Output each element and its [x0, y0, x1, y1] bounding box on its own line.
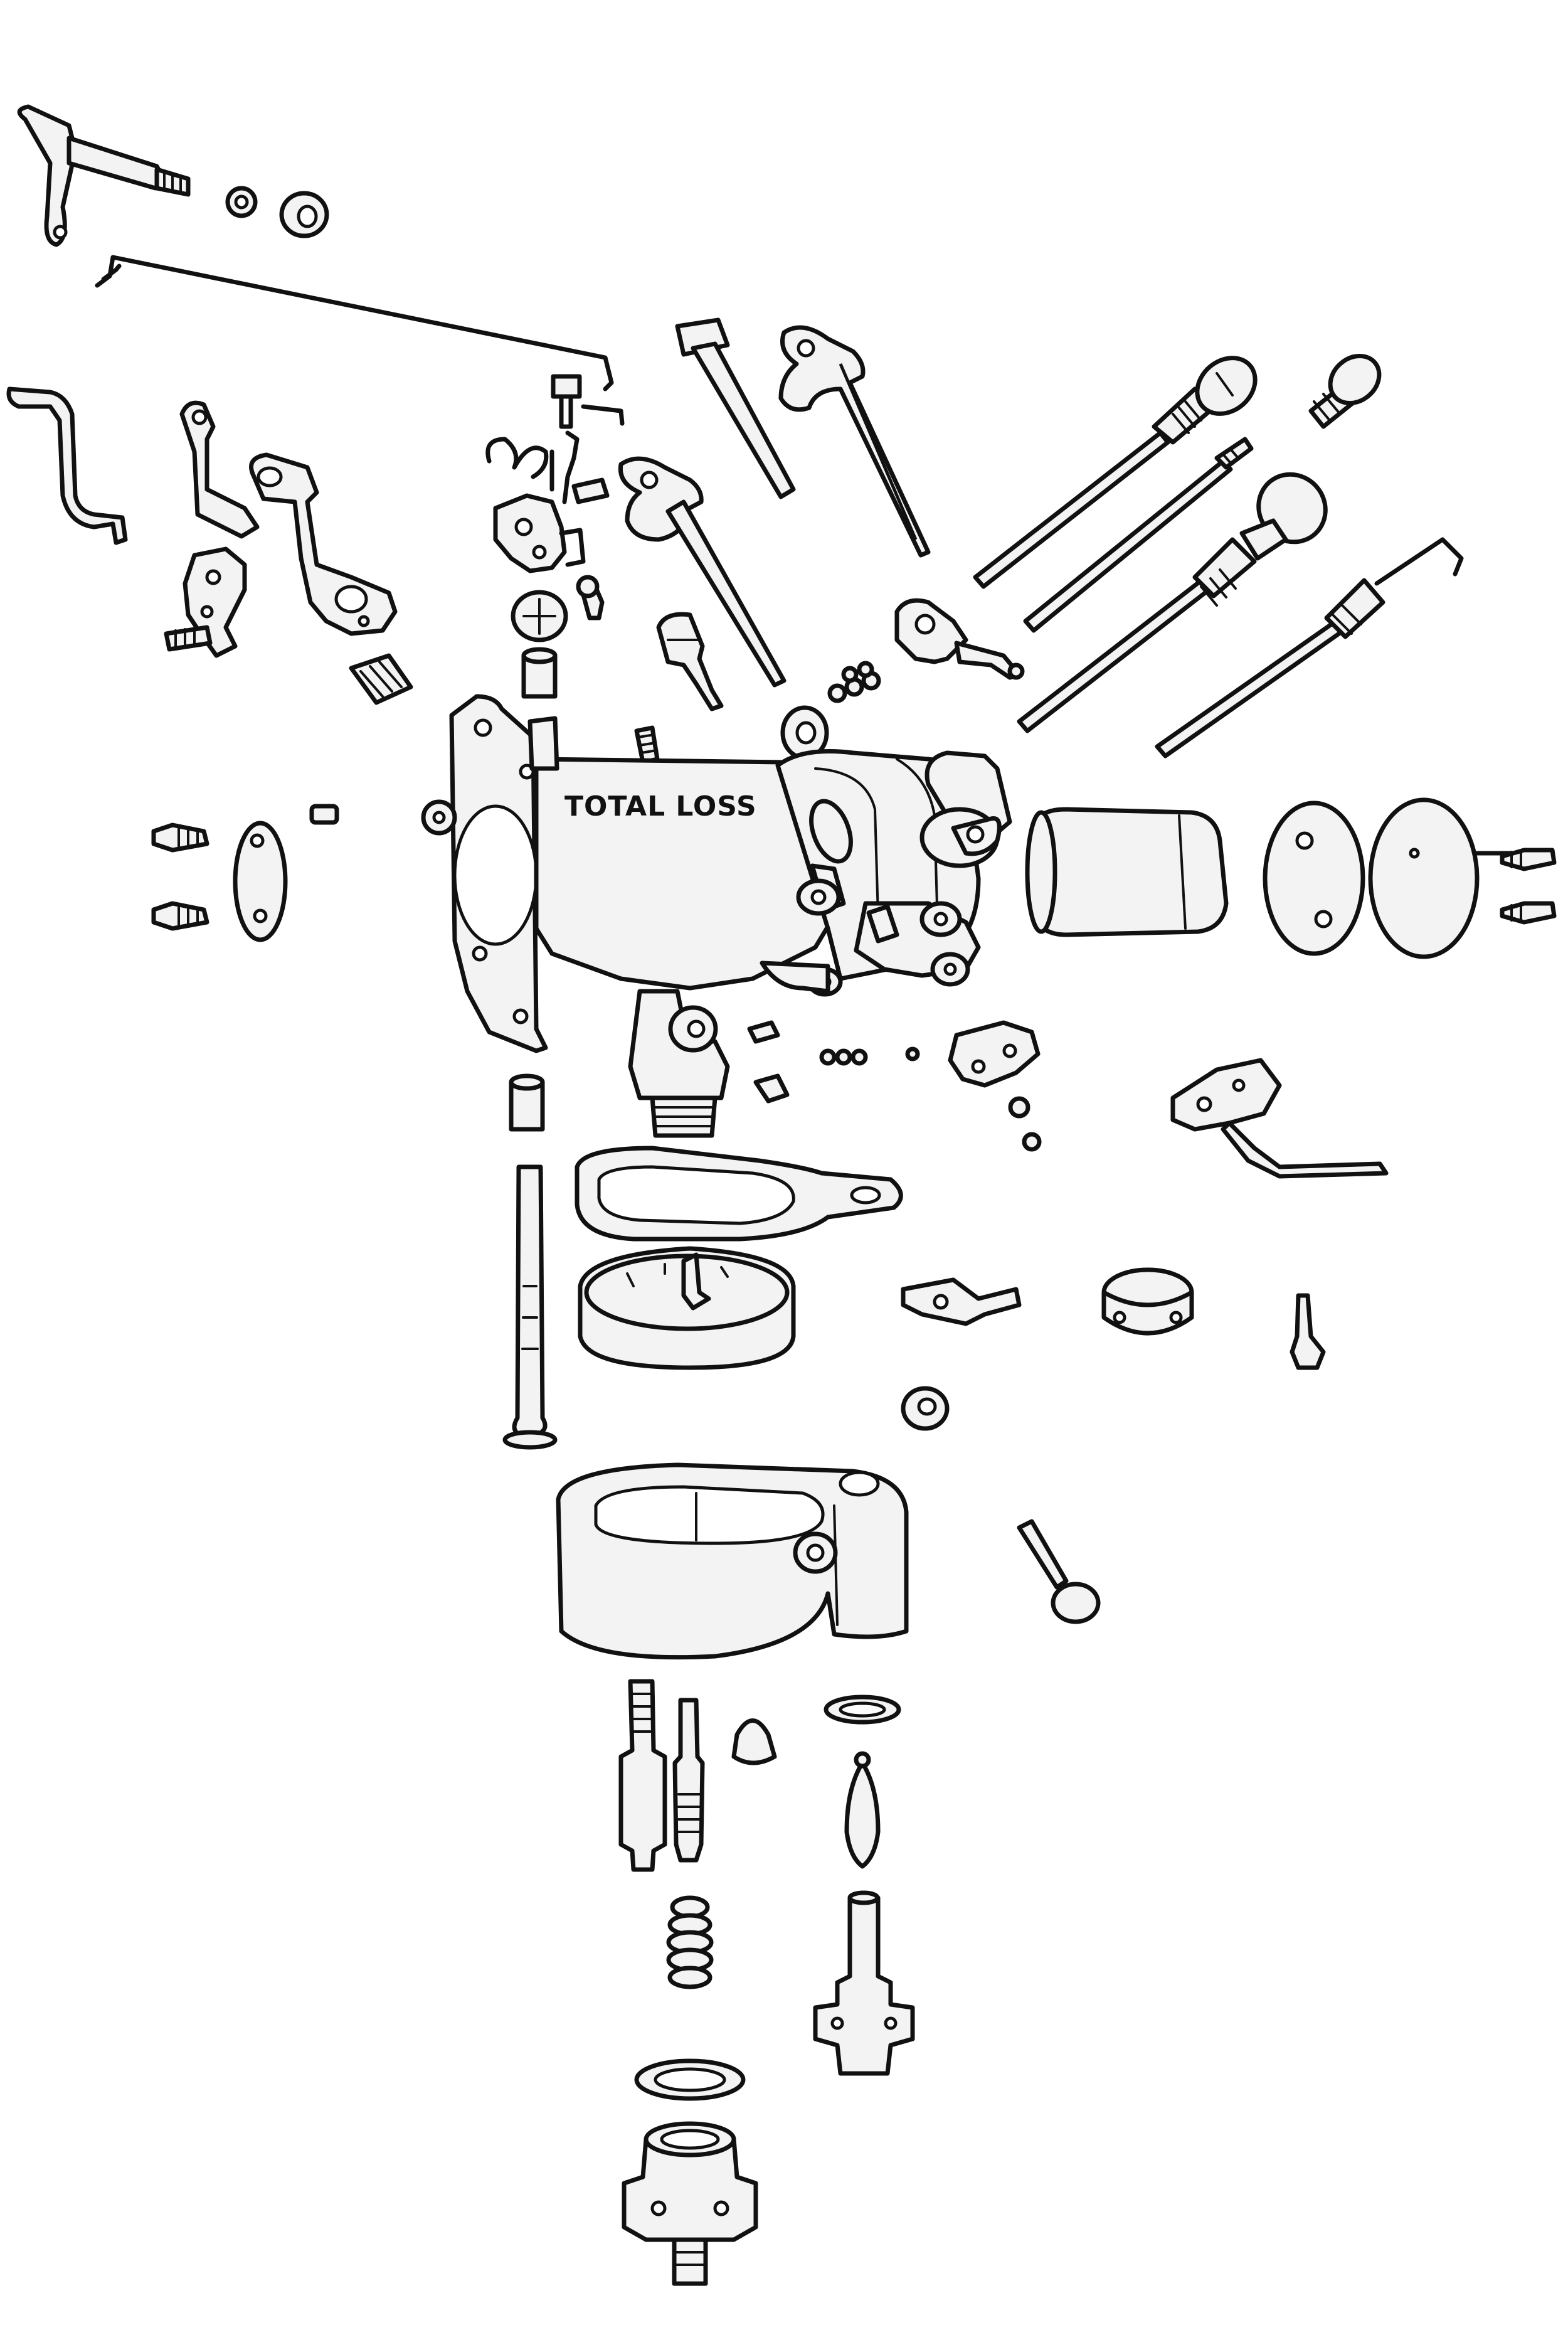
throttle-arm-right: [894, 598, 1025, 680]
screw-left-upper: [151, 822, 209, 853]
float-hinge-pin: [901, 1277, 1022, 1326]
bowl-nut-bottom: [622, 2121, 758, 2286]
pump-plunger-rod: [665, 499, 787, 688]
spacer-cup: [509, 1073, 545, 1132]
ball-small-2: [1022, 1132, 1042, 1152]
float-bowl-drain-screw: [1017, 1519, 1101, 1624]
cap-cylinder: [1101, 1267, 1194, 1336]
choke-bracket-plate: [493, 493, 586, 573]
jet-cap-small: [731, 1718, 777, 1765]
choke-lever-plate: [164, 546, 247, 658]
nut-hex-center: [511, 590, 568, 642]
body-label: TOTAL LOSS: [564, 790, 757, 822]
spacer-cylinder-center: [521, 647, 558, 699]
pump-link-upper: [778, 325, 931, 558]
throttle-lever-shaft: [17, 104, 191, 247]
spring-clip: [485, 437, 554, 492]
throttle-plate-1: [1263, 801, 1365, 956]
accelerator-pump-lever: [948, 1020, 1041, 1088]
z-bracket: [179, 400, 260, 539]
link-rod-long: [95, 255, 614, 391]
washer-small: [225, 186, 258, 218]
ball-tiny: [905, 1046, 920, 1062]
carburetor-main-body: TOTAL LOSS: [421, 694, 1012, 1138]
throttle-plate-2: [1368, 797, 1514, 959]
pump-well-tube: [502, 1164, 558, 1450]
nut-round-mid: [901, 1386, 950, 1431]
idle-speed-screw-center: [634, 725, 660, 765]
link-arm-vertical: [562, 430, 580, 504]
pilot-screw-tiny: [1290, 1293, 1326, 1370]
flange-gasket-left: [233, 821, 288, 942]
bushing-small: [279, 191, 329, 238]
pump-check-valve: [656, 612, 724, 711]
linkage-pin-top: [551, 374, 625, 429]
pump-rod-t-handle: [675, 317, 796, 499]
needle-seat-assembly: [813, 1890, 915, 2076]
screw-right-upper: [1500, 848, 1557, 871]
screw-right-lower: [1500, 901, 1557, 925]
spacer-cylinder-left: [349, 653, 413, 705]
fast-idle-lever: [249, 452, 398, 636]
needle-jet: [672, 1698, 705, 1863]
washer-mid-bottom: [824, 1695, 901, 1725]
screw-left-lower: [151, 901, 209, 931]
screw-small-under-1: [747, 1020, 780, 1044]
needle-valve-thin: [1023, 437, 1254, 633]
float-lever-with-wire: [1170, 1058, 1389, 1179]
small-screw-center-top: [571, 477, 610, 504]
stack-spring-balls: [666, 1895, 714, 1989]
main-jet-holder: [618, 1679, 667, 1872]
ball-chain-small: [819, 1048, 868, 1066]
needle-valve-main: [1017, 472, 1328, 733]
float-needle: [844, 1751, 881, 1869]
plug-small-left: [309, 804, 339, 825]
air-horn-sleeve: [1025, 807, 1229, 937]
screw-small-under-2: [753, 1073, 790, 1104]
choke-shaft-bent: [6, 386, 128, 545]
needle-valve-upper: [973, 356, 1258, 589]
spring-balls: [827, 661, 881, 703]
screw-small-center: [576, 575, 605, 620]
float-assembly: [578, 1246, 796, 1370]
needle-screw-top-right: [1308, 353, 1382, 429]
float-bowl: [556, 1462, 909, 1660]
washer-bottom: [634, 2058, 746, 2101]
ball-small-1: [1008, 1096, 1030, 1119]
bowl-gasket-loop: [575, 1146, 903, 1242]
choke-cable-rod: [1155, 537, 1464, 758]
